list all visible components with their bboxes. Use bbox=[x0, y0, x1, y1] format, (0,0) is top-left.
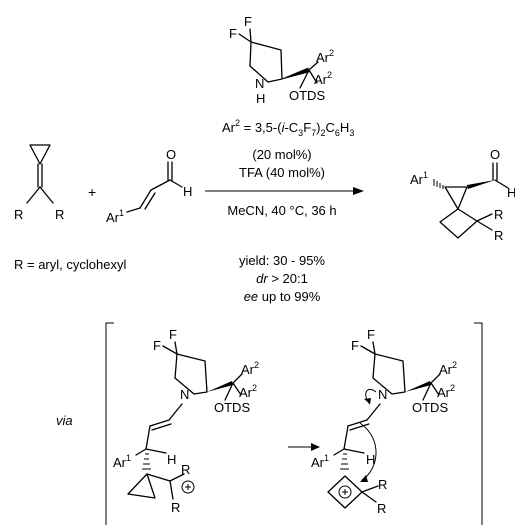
r-definition: R = aryl, cyclohexyl bbox=[14, 257, 126, 272]
catalyst-structure: F F N H Ar2 Ar2 OTDS bbox=[229, 14, 334, 106]
left-hashed-bond bbox=[142, 453, 151, 470]
right-ar2a: Ar2 bbox=[439, 360, 457, 377]
right-f2: F bbox=[367, 327, 375, 342]
iminium-intermediate-left: F F N Ar2 Ar2 OTDS H Ar1 R bbox=[113, 327, 259, 515]
product-ar1: Ar1 bbox=[410, 170, 428, 187]
via-label: via bbox=[56, 413, 73, 428]
product-r2: R bbox=[494, 228, 503, 243]
enal-h: H bbox=[183, 184, 192, 199]
yield-label: yield: 30 - 95% bbox=[239, 253, 325, 268]
substrate1-r-right: R bbox=[55, 207, 64, 222]
catalyst-otds: OTDS bbox=[289, 88, 325, 103]
iminium-intermediate-right: F F N Ar2 Ar2 OTDS H Ar1 bbox=[311, 327, 457, 516]
enal-structure: O H Ar1 bbox=[106, 147, 192, 225]
right-r2: R bbox=[377, 501, 386, 516]
left-r2: R bbox=[171, 500, 180, 515]
left-cation-charge bbox=[181, 480, 195, 494]
left-otds: OTDS bbox=[214, 400, 250, 415]
catalyst-h: H bbox=[256, 91, 265, 106]
methylenecyclopropane-structure: R R bbox=[14, 144, 64, 222]
ar2-definition: Ar2 = 3,5-(i-C3F7)2C6H3 bbox=[222, 118, 354, 138]
plus-sign: + bbox=[88, 184, 96, 200]
left-f2: F bbox=[169, 327, 177, 342]
left-f1: F bbox=[153, 338, 161, 353]
left-ar1: Ar1 bbox=[113, 453, 131, 470]
product-structure: O H Ar1 R R bbox=[410, 147, 515, 243]
dr-label: dr > 20:1 bbox=[256, 271, 308, 286]
product-hashed-bond bbox=[433, 179, 444, 189]
catalyst-ar2-bottom: Ar2 bbox=[314, 70, 332, 87]
left-n: N bbox=[180, 387, 189, 402]
left-ar2b: Ar2 bbox=[239, 383, 257, 400]
catalyst-f2: F bbox=[244, 14, 252, 29]
conditions-label: MeCN, 40 °C, 36 h bbox=[227, 203, 336, 218]
product-r1: R bbox=[494, 207, 503, 222]
enal-ar1: Ar1 bbox=[106, 208, 124, 225]
catalyst-n: N bbox=[255, 76, 264, 91]
right-curved-arrow-n bbox=[365, 388, 377, 405]
enal-o: O bbox=[166, 147, 176, 162]
right-otds: OTDS bbox=[412, 400, 448, 415]
right-hashed-bond bbox=[340, 453, 349, 470]
right-r1: R bbox=[378, 477, 387, 492]
additive-label: TFA (40 mol%) bbox=[239, 165, 325, 180]
intermediate-arrow bbox=[288, 443, 320, 451]
right-n: N bbox=[378, 387, 387, 402]
ee-label: ee up to 99% bbox=[244, 289, 321, 304]
product-h: H bbox=[507, 185, 515, 200]
catalyst-loading: (20 mol%) bbox=[252, 147, 311, 162]
right-ar2b: Ar2 bbox=[437, 383, 455, 400]
right-h: H bbox=[366, 452, 375, 467]
substrate1-r-left: R bbox=[14, 207, 23, 222]
catalyst-ar2-top: Ar2 bbox=[316, 48, 334, 65]
right-cation-charge bbox=[338, 485, 352, 499]
left-h: H bbox=[167, 452, 176, 467]
right-f1: F bbox=[351, 338, 359, 353]
reaction-arrow bbox=[205, 187, 364, 195]
right-ar1: Ar1 bbox=[311, 453, 329, 470]
intermediate-brackets bbox=[105, 322, 483, 525]
product-o: O bbox=[490, 147, 500, 162]
catalyst-f1: F bbox=[229, 26, 237, 41]
left-r1: R bbox=[181, 462, 190, 477]
left-ar2a: Ar2 bbox=[241, 360, 259, 377]
